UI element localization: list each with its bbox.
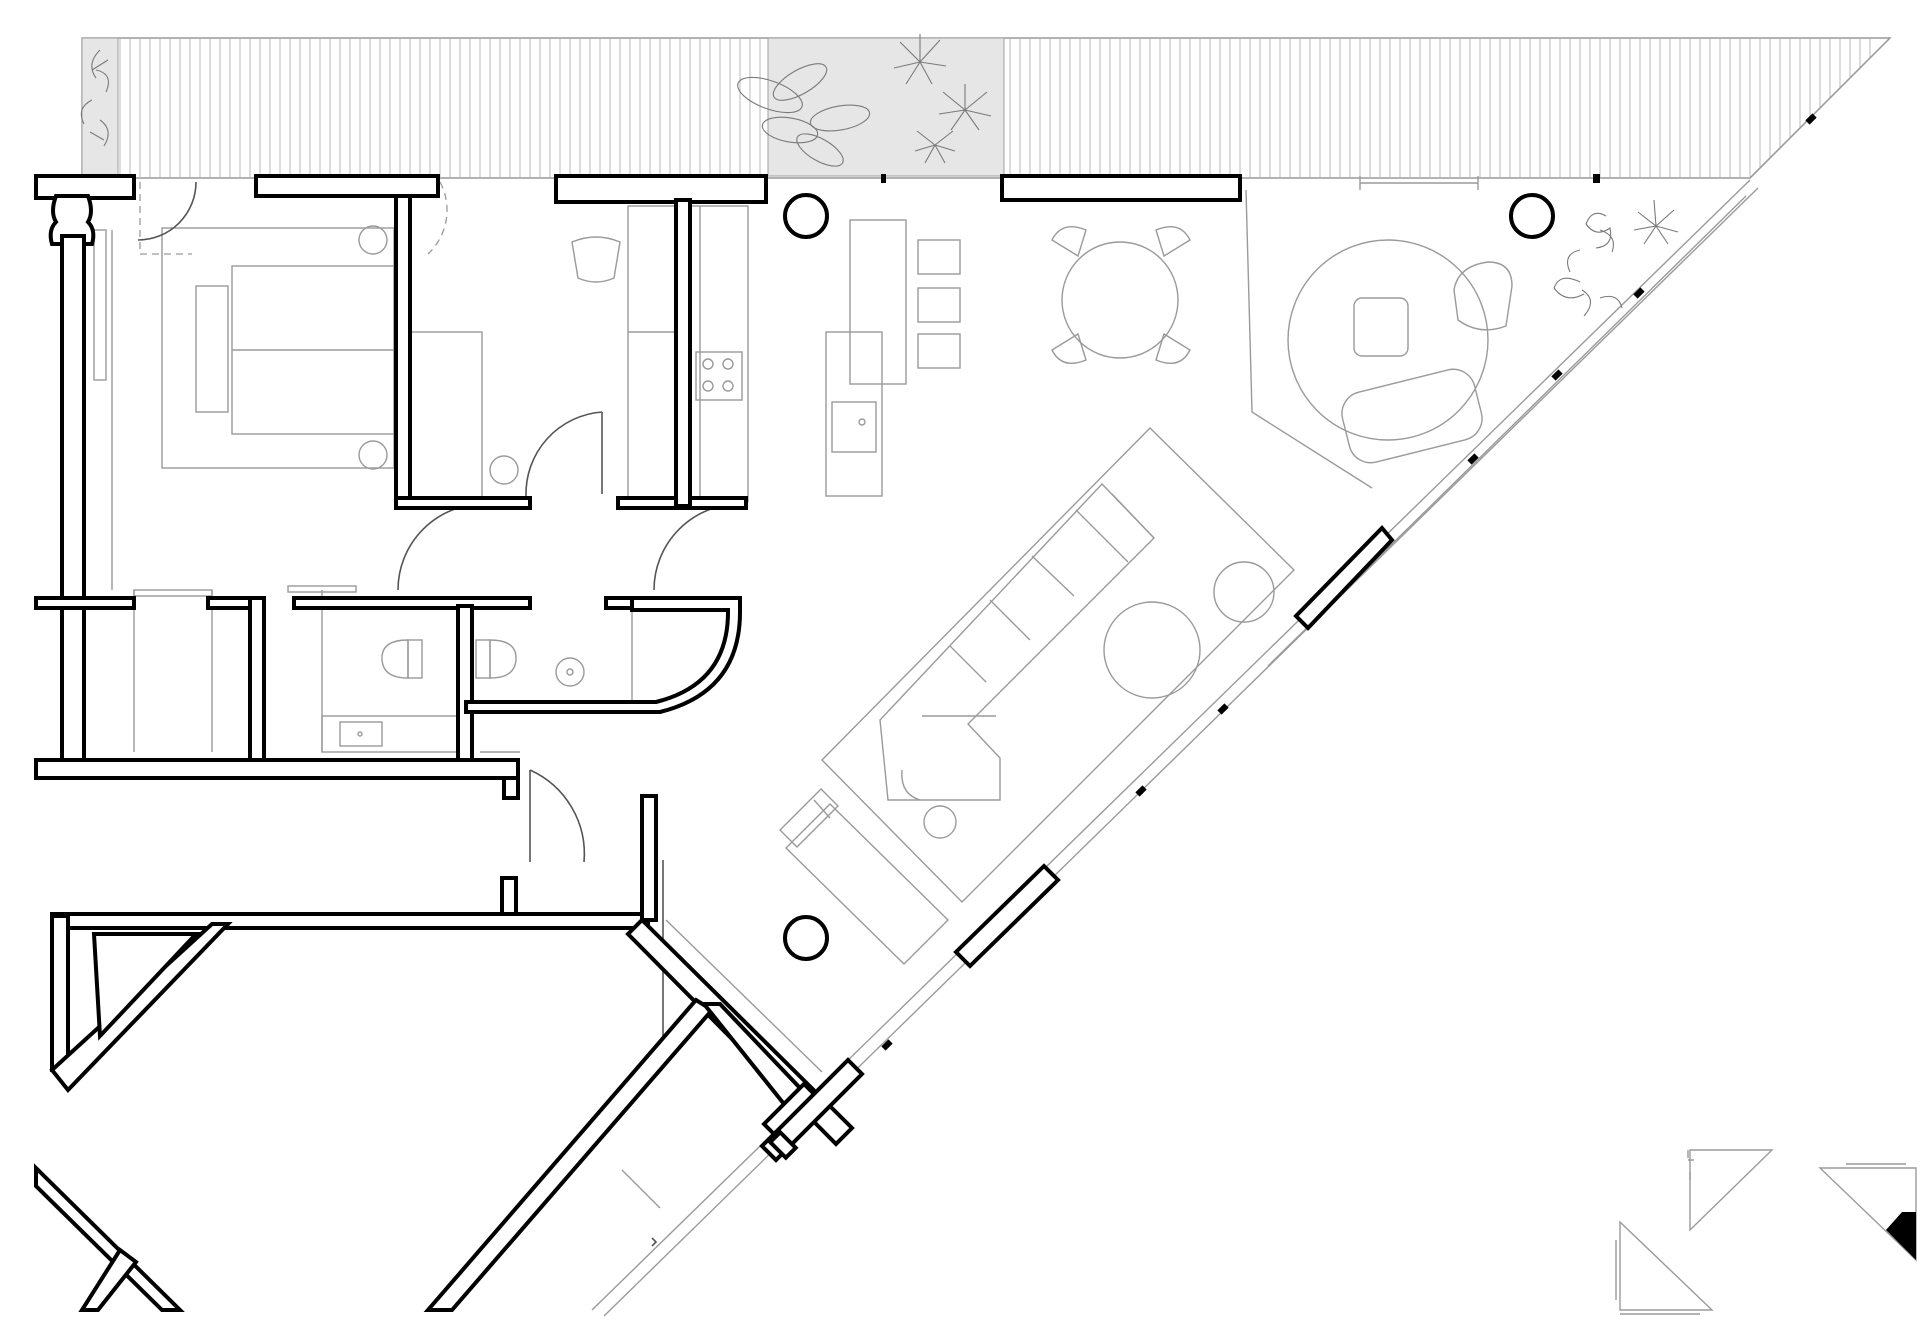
terrace-deck [80, 34, 1892, 190]
round-rug [1287, 239, 1489, 441]
tv-console [785, 803, 949, 965]
stool [917, 287, 961, 323]
key-plan-unit-right-highlighted [1818, 1163, 1917, 1262]
sectional-sofa [879, 482, 1155, 801]
kitchen-island [849, 219, 907, 385]
plant-icon [1553, 199, 1679, 317]
armchair [1453, 261, 1513, 331]
deck-boards [119, 38, 1871, 178]
plant-icon [737, 34, 992, 167]
desk [409, 331, 483, 503]
planter-left [81, 37, 119, 177]
dining-table [1061, 241, 1179, 359]
stool [917, 239, 961, 275]
column [1509, 193, 1555, 239]
living-rug [821, 427, 1295, 903]
columns [783, 193, 1555, 961]
bed [161, 227, 395, 469]
toilet-icon [475, 639, 517, 679]
stove-icon [695, 351, 743, 401]
sofa-small [1341, 368, 1483, 464]
sink-icon [831, 401, 877, 453]
key-plan-unit-left [1615, 1220, 1714, 1315]
plant-icon [80, 49, 109, 147]
bench [195, 285, 229, 413]
toilet-icon [381, 639, 423, 679]
pouf [1213, 561, 1275, 623]
key-plan-unit-top [1687, 1149, 1774, 1232]
key-plan [1615, 1149, 1917, 1315]
ottoman [1353, 297, 1409, 357]
coffee-table [1103, 601, 1201, 699]
column [783, 193, 829, 239]
furniture [93, 181, 1513, 1073]
column [783, 915, 829, 961]
stool [917, 333, 961, 369]
walls [34, 174, 1395, 1312]
